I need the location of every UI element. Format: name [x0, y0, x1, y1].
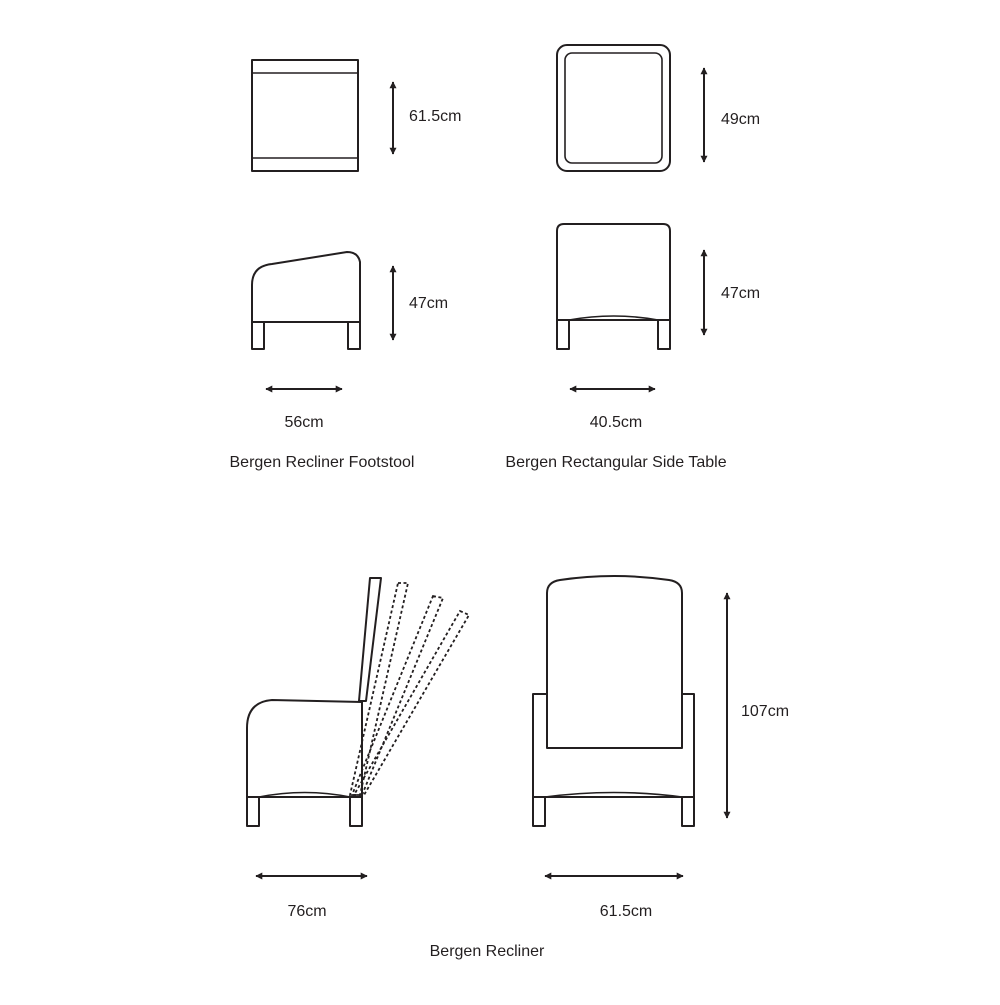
footstool-caption: Bergen Recliner Footstool [230, 454, 415, 471]
footstool-group: 61.5cm 47cm 56cm Bergen Recliner Footsto… [230, 59, 461, 471]
side-table-top-view [556, 44, 671, 172]
recliner-front-view [532, 575, 695, 827]
side-table-height-label: 47cm [721, 285, 760, 302]
recliner-caption: Bergen Recliner [430, 943, 545, 960]
recliner-side-width-label: 76cm [287, 903, 326, 920]
side-table-depth-label: 49cm [721, 111, 760, 128]
recliner-backrest-position-3 [352, 609, 471, 796]
footstool-width-label: 56cm [284, 414, 323, 431]
side-table-front-view [556, 223, 671, 350]
recliner-backrest-position-2 [350, 594, 445, 796]
footstool-side-view [251, 251, 361, 350]
footstool-top-view [251, 59, 359, 172]
recliner-backrest-position-1 [348, 582, 410, 796]
footstool-depth-label: 61.5cm [409, 108, 461, 125]
recliner-height-label: 107cm [741, 703, 789, 720]
recliner-front-backrest [546, 575, 683, 749]
recliner-side-view [246, 577, 471, 827]
side-table-caption: Bergen Rectangular Side Table [505, 454, 726, 471]
side-table-group: 49cm 47cm 40.5cm Bergen Rectangular Side… [505, 44, 760, 471]
side-table-width-label: 40.5cm [590, 414, 642, 431]
footstool-height-label: 47cm [409, 295, 448, 312]
recliner-front-width-label: 61.5cm [600, 903, 652, 920]
recliner-front-body [532, 693, 695, 798]
recliner-backrest-upright [358, 577, 382, 702]
recliner-side-body [246, 699, 363, 798]
